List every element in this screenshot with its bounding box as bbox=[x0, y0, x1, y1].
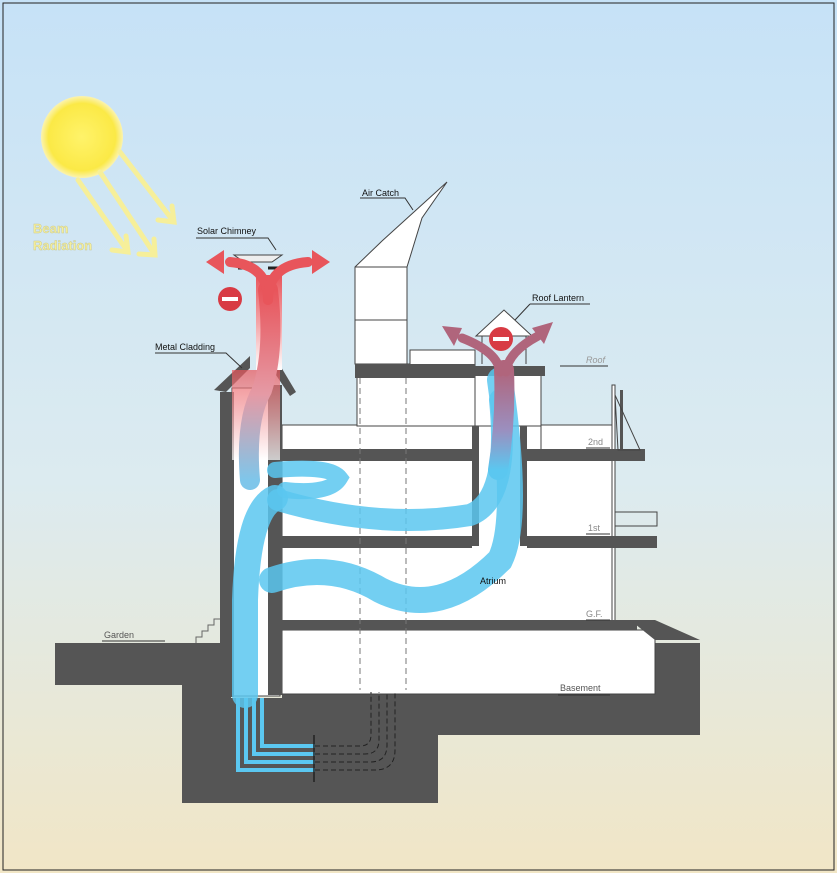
underground-pipes bbox=[236, 692, 396, 782]
ground-floor-label: G.F. bbox=[586, 609, 603, 619]
roof-label: Roof bbox=[586, 355, 607, 365]
cool-air-flow bbox=[232, 280, 523, 708]
atrium-label: Atrium bbox=[480, 576, 506, 586]
balcony-awning bbox=[614, 394, 658, 527]
roof-lantern-label: Roof Lantern bbox=[532, 293, 584, 303]
sun-icon bbox=[41, 96, 123, 178]
metal-cladding-label: Metal Cladding bbox=[155, 342, 215, 352]
garden-label: Garden bbox=[104, 630, 134, 640]
chimney-negative-pressure-icon bbox=[218, 287, 242, 311]
solar-chimney-label: Solar Chimney bbox=[197, 226, 257, 236]
floor-2nd-label: 2nd bbox=[588, 437, 603, 447]
beam-label-line2: Radiation bbox=[33, 238, 92, 253]
leader-lines bbox=[102, 197, 610, 696]
dashed-ducts bbox=[359, 378, 407, 690]
basement-label: Basement bbox=[560, 683, 601, 693]
lantern-exhaust-arrows bbox=[442, 322, 553, 377]
air-catch-label: Air Catch bbox=[362, 188, 399, 198]
beam-label-line1: Beam bbox=[33, 221, 68, 236]
beam-radiation-arrows bbox=[75, 149, 177, 258]
chimney-exhaust-arrows bbox=[206, 250, 330, 305]
lantern-negative-pressure-icon bbox=[489, 327, 513, 351]
floor-1st-label: 1st bbox=[588, 523, 601, 533]
ground-mass bbox=[55, 643, 700, 803]
garden-steps bbox=[195, 618, 220, 643]
